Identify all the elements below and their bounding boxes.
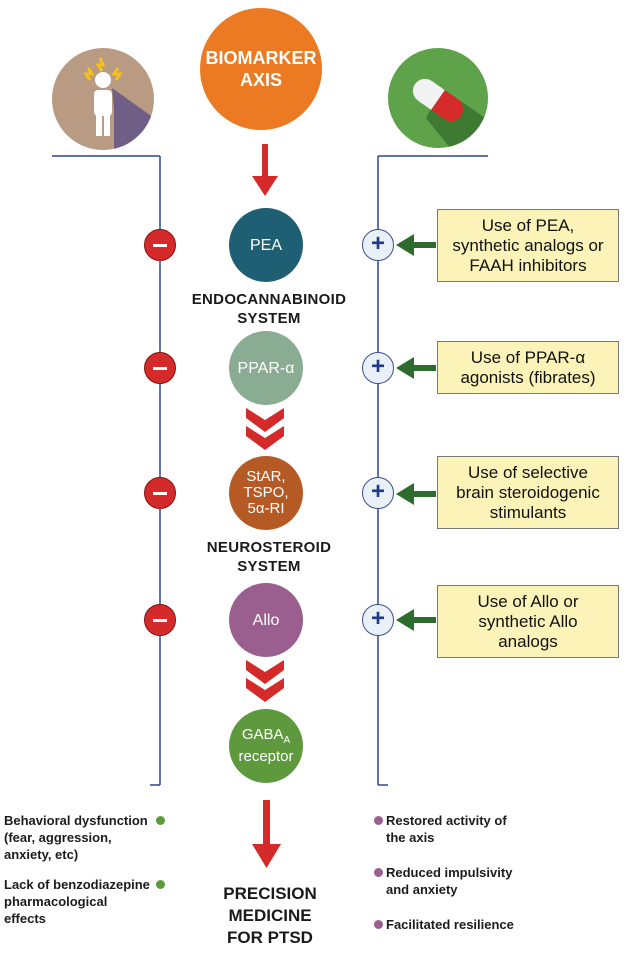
intervention-box-ppar: Use of PPAR-α agonists (fibrates) <box>437 341 619 394</box>
neurosteroid-line1: NEUROSTEROID <box>206 539 332 556</box>
right-outcome-1-line2: the axis <box>386 830 435 845</box>
minus-icon-star <box>144 477 176 509</box>
left-outcome-1-line3: anxiety, etc) <box>4 847 79 862</box>
axis-title-line2: AXIS <box>239 70 282 90</box>
gaba-receptor-node: GABAA receptor <box>229 709 303 783</box>
right-outcome-reduced: Reduced impulsivity and anxiety <box>386 864 586 898</box>
intervention-steroidogenic-line1: Use of selective <box>468 462 588 482</box>
plus-icon-ppar: + <box>362 352 394 384</box>
allo-node: Allo <box>229 583 303 657</box>
plus-icon-pea: + <box>362 229 394 261</box>
ppar-node: PPAR-α <box>229 331 303 405</box>
right-outcome-1-dot <box>374 816 383 825</box>
star-label: StAR, <box>246 468 286 485</box>
pea-node: PEA <box>229 208 303 282</box>
green-arrow-2 <box>396 357 436 379</box>
intervention-allo-line2: synthetic Allo <box>478 611 578 631</box>
intervention-box-pea: Use of PEA, synthetic analogs or FAAH in… <box>437 209 619 282</box>
endocannabinoid-line2: SYSTEM <box>237 310 301 327</box>
intervention-box-steroidogenic: Use of selective brain steroidogenic sti… <box>437 456 619 529</box>
neurosteroid-line2: SYSTEM <box>237 558 301 575</box>
intervention-steroidogenic-line2: brain steroidogenic <box>456 482 600 502</box>
left-outcome-behavioral: Behavioral dysfunction (fear, aggression… <box>4 812 164 863</box>
left-outcome-benzodiazepine: Lack of benzodiazepine pharmacological e… <box>4 876 164 927</box>
precision-medicine-label: PRECISION MEDICINE FOR PTSD <box>200 883 340 949</box>
right-outcome-resilience: Facilitated resilience <box>386 916 586 933</box>
endocannabinoid-system-label: ENDOCANNABINOID SYSTEM <box>160 290 378 328</box>
left-outcome-2-dot <box>156 880 165 889</box>
intervention-pea-line2: synthetic analogs or <box>452 235 604 255</box>
right-outcome-1-line1: Restored activity of <box>386 813 507 828</box>
star-tspo-node: StAR, TSPO, 5α-RI <box>229 456 303 530</box>
allo-label: Allo <box>252 611 280 629</box>
right-outcome-3-dot <box>374 920 383 929</box>
pea-label: PEA <box>249 236 282 254</box>
right-outcome-2-line1: Reduced impulsivity <box>386 865 513 880</box>
right-outcome-3-line1: Facilitated resilience <box>386 917 514 932</box>
intervention-pea-line3: FAAH inhibitors <box>469 255 587 275</box>
chevron-ppar-to-star <box>246 408 284 450</box>
gaba-sub: A <box>283 735 291 746</box>
minus-icon-pea <box>144 229 176 261</box>
intervention-box-allo: Use of Allo or synthetic Allo analogs <box>437 585 619 658</box>
plus-icon-star: + <box>362 477 394 509</box>
intervention-pea-line1: Use of PEA, <box>481 215 575 235</box>
pill-icon <box>388 48 488 148</box>
intervention-ppar-line2: agonists (fibrates) <box>460 367 596 387</box>
green-arrow-4 <box>396 609 436 631</box>
green-arrow-3 <box>396 483 436 505</box>
intervention-allo-line1: Use of Allo or <box>477 591 579 611</box>
left-outcome-2-line1: Lack of benzodiazepine <box>4 877 150 892</box>
intervention-steroidogenic-line3: stimulants <box>489 502 567 522</box>
right-outcome-2-dot <box>374 868 383 877</box>
left-outcome-2-line2: pharmacological <box>4 894 108 909</box>
axis-title-line1: BIOMARKER <box>205 48 317 68</box>
final-line3: FOR PTSD <box>227 928 313 947</box>
neurosteroid-system-label: NEUROSTEROID SYSTEM <box>160 538 378 576</box>
right-outcome-restored: Restored activity of the axis <box>386 812 586 846</box>
5a-ri-label: 5α-RI <box>247 500 285 517</box>
intervention-allo-line3: analogs <box>498 631 558 651</box>
tspo-label: TSPO, <box>243 484 289 501</box>
biomarker-axis-node: BIOMARKER AXIS <box>200 8 322 130</box>
left-outcome-1-line1: Behavioral dysfunction <box>4 813 148 828</box>
arrow-gaba-to-final <box>252 800 281 868</box>
endocannabinoid-line1: ENDOCANNABINOID <box>191 291 347 308</box>
green-arrow-1 <box>396 234 436 256</box>
left-outcome-1-line2: (fear, aggression, <box>4 830 112 845</box>
left-outcome-1-dot <box>156 816 165 825</box>
intervention-ppar-line1: Use of PPAR-α <box>470 347 586 367</box>
plus-icon-allo: + <box>362 604 394 636</box>
pill-svg <box>412 78 488 148</box>
gaba-label: GABAA <box>242 727 290 749</box>
receptor-label: receptor <box>238 748 294 765</box>
arrow-axis-to-pea <box>252 144 278 196</box>
minus-icon-allo <box>144 604 176 636</box>
right-outcome-2-line2: and anxiety <box>386 882 458 897</box>
final-line1: PRECISION <box>223 884 317 903</box>
final-line2: MEDICINE <box>228 906 312 925</box>
stressed-person-icon <box>52 48 154 150</box>
ppar-label: PPAR-α <box>237 359 295 377</box>
minus-icon-ppar <box>144 352 176 384</box>
left-outcome-2-line3: effects <box>4 911 46 926</box>
chevron-allo-to-gaba <box>246 660 284 702</box>
gaba-main: GABA <box>241 726 284 743</box>
